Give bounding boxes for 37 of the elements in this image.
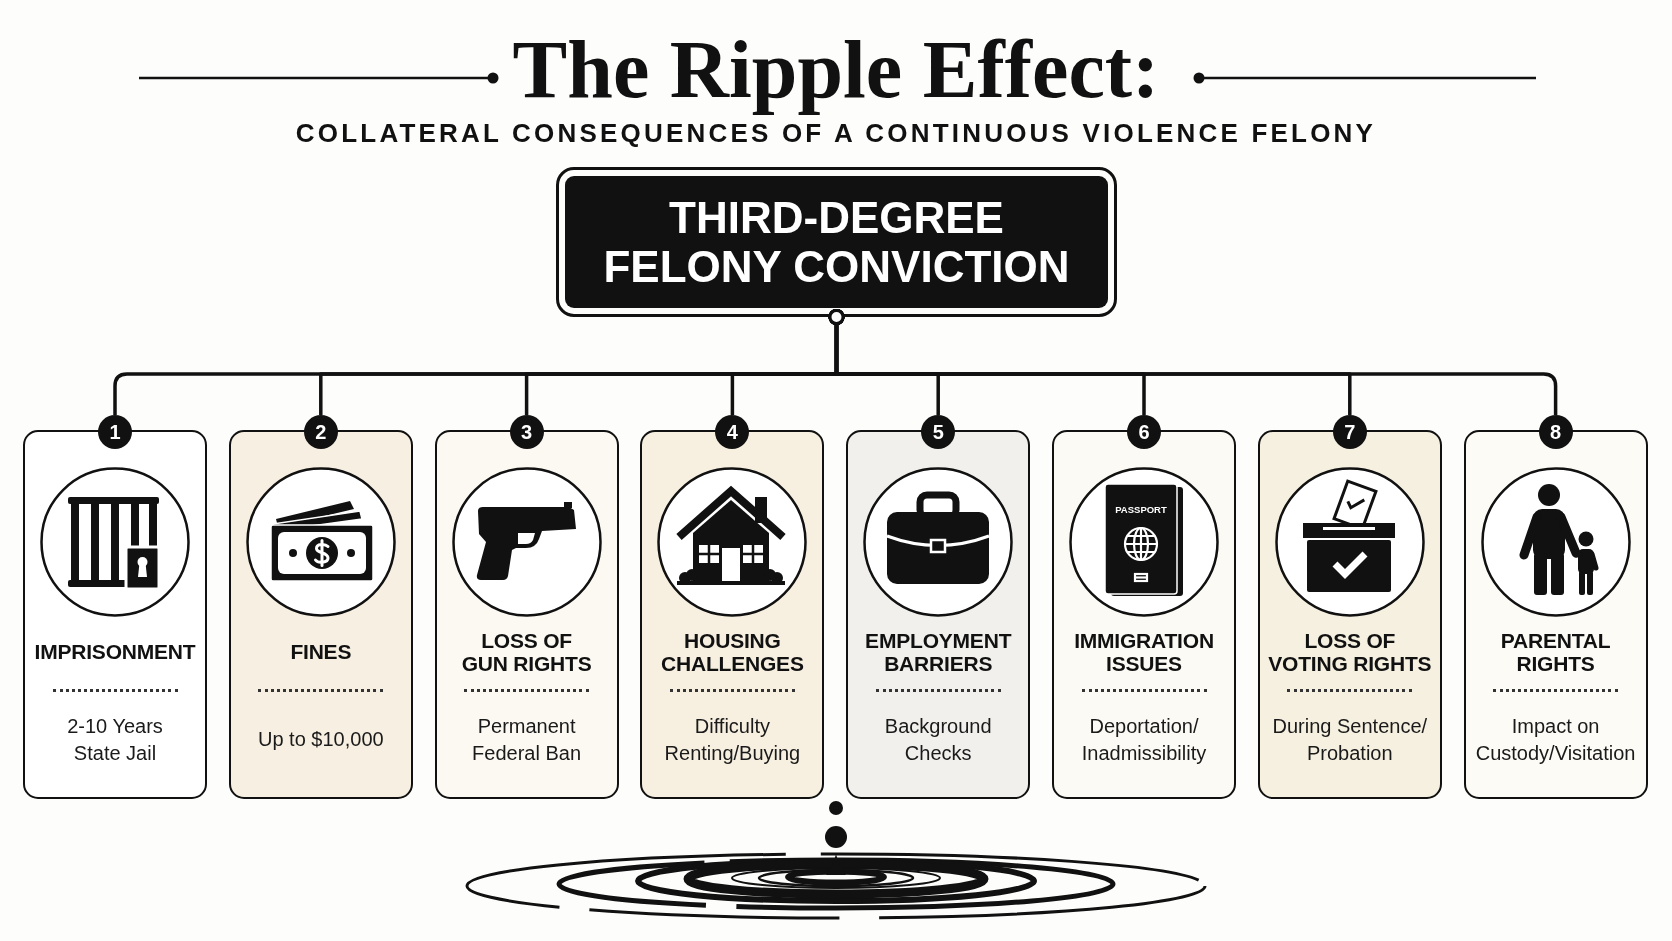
- card-description: 2-10 Years State Jail: [66, 713, 164, 766]
- passport-text: PASSPORT: [1115, 503, 1167, 514]
- step-number: 2: [303, 415, 338, 449]
- card-description: Up to $10,000: [257, 727, 384, 752]
- card-title: LOSS OF VOTING RIGHTS: [1267, 628, 1433, 675]
- card-title: IMMIGRATION ISSUES: [1073, 628, 1215, 675]
- card-title: LOSS OF GUN RIGHTS: [460, 628, 593, 675]
- step-number: 5: [921, 415, 956, 449]
- consequence-card: [228, 415, 413, 799]
- card-title: IMPRISONMENT: [34, 640, 196, 663]
- card-title: FINES: [290, 640, 352, 663]
- step-number: 4: [715, 415, 750, 449]
- consequence-card: [23, 415, 207, 799]
- consequence-card: [846, 415, 1031, 799]
- card-title: HOUSING CHALLENGES: [660, 628, 805, 675]
- card-description: Difficulty Renting/Buying: [663, 713, 802, 766]
- card-description: Impact on Custody/Visitation: [1474, 713, 1637, 766]
- connector-line: [828, 309, 1558, 415]
- card-description: Permanent Federal Ban: [471, 713, 583, 766]
- step-number: 1: [98, 415, 132, 449]
- step-number: 8: [1538, 415, 1573, 449]
- card-title: PARENTAL RIGHTS: [1499, 628, 1612, 675]
- card-description: Deportation/ Inadmissibility: [1080, 713, 1208, 766]
- consequence-card: [640, 415, 825, 799]
- subtitle: COLLATERAL CONSEQUENCES OF A CONTINUOUS VIOLENCE FELONY: [295, 118, 1377, 148]
- card-description: During Sentence/ Probation: [1271, 713, 1429, 766]
- conviction-box: [556, 167, 1117, 317]
- step-number: 7: [1332, 415, 1367, 449]
- consequence-card: [1052, 415, 1236, 799]
- consequence-card: [434, 415, 619, 799]
- consequence-card: [1463, 415, 1648, 799]
- card-title: EMPLOYMENT BARRIERS: [864, 628, 1013, 675]
- card-description: Background Checks: [883, 713, 993, 766]
- conviction-title: THIRD-DEGREE FELONY CONVICTION: [602, 193, 1071, 291]
- step-number: 3: [509, 415, 544, 449]
- consequence-card: [1257, 415, 1442, 799]
- step-number: 6: [1127, 415, 1161, 449]
